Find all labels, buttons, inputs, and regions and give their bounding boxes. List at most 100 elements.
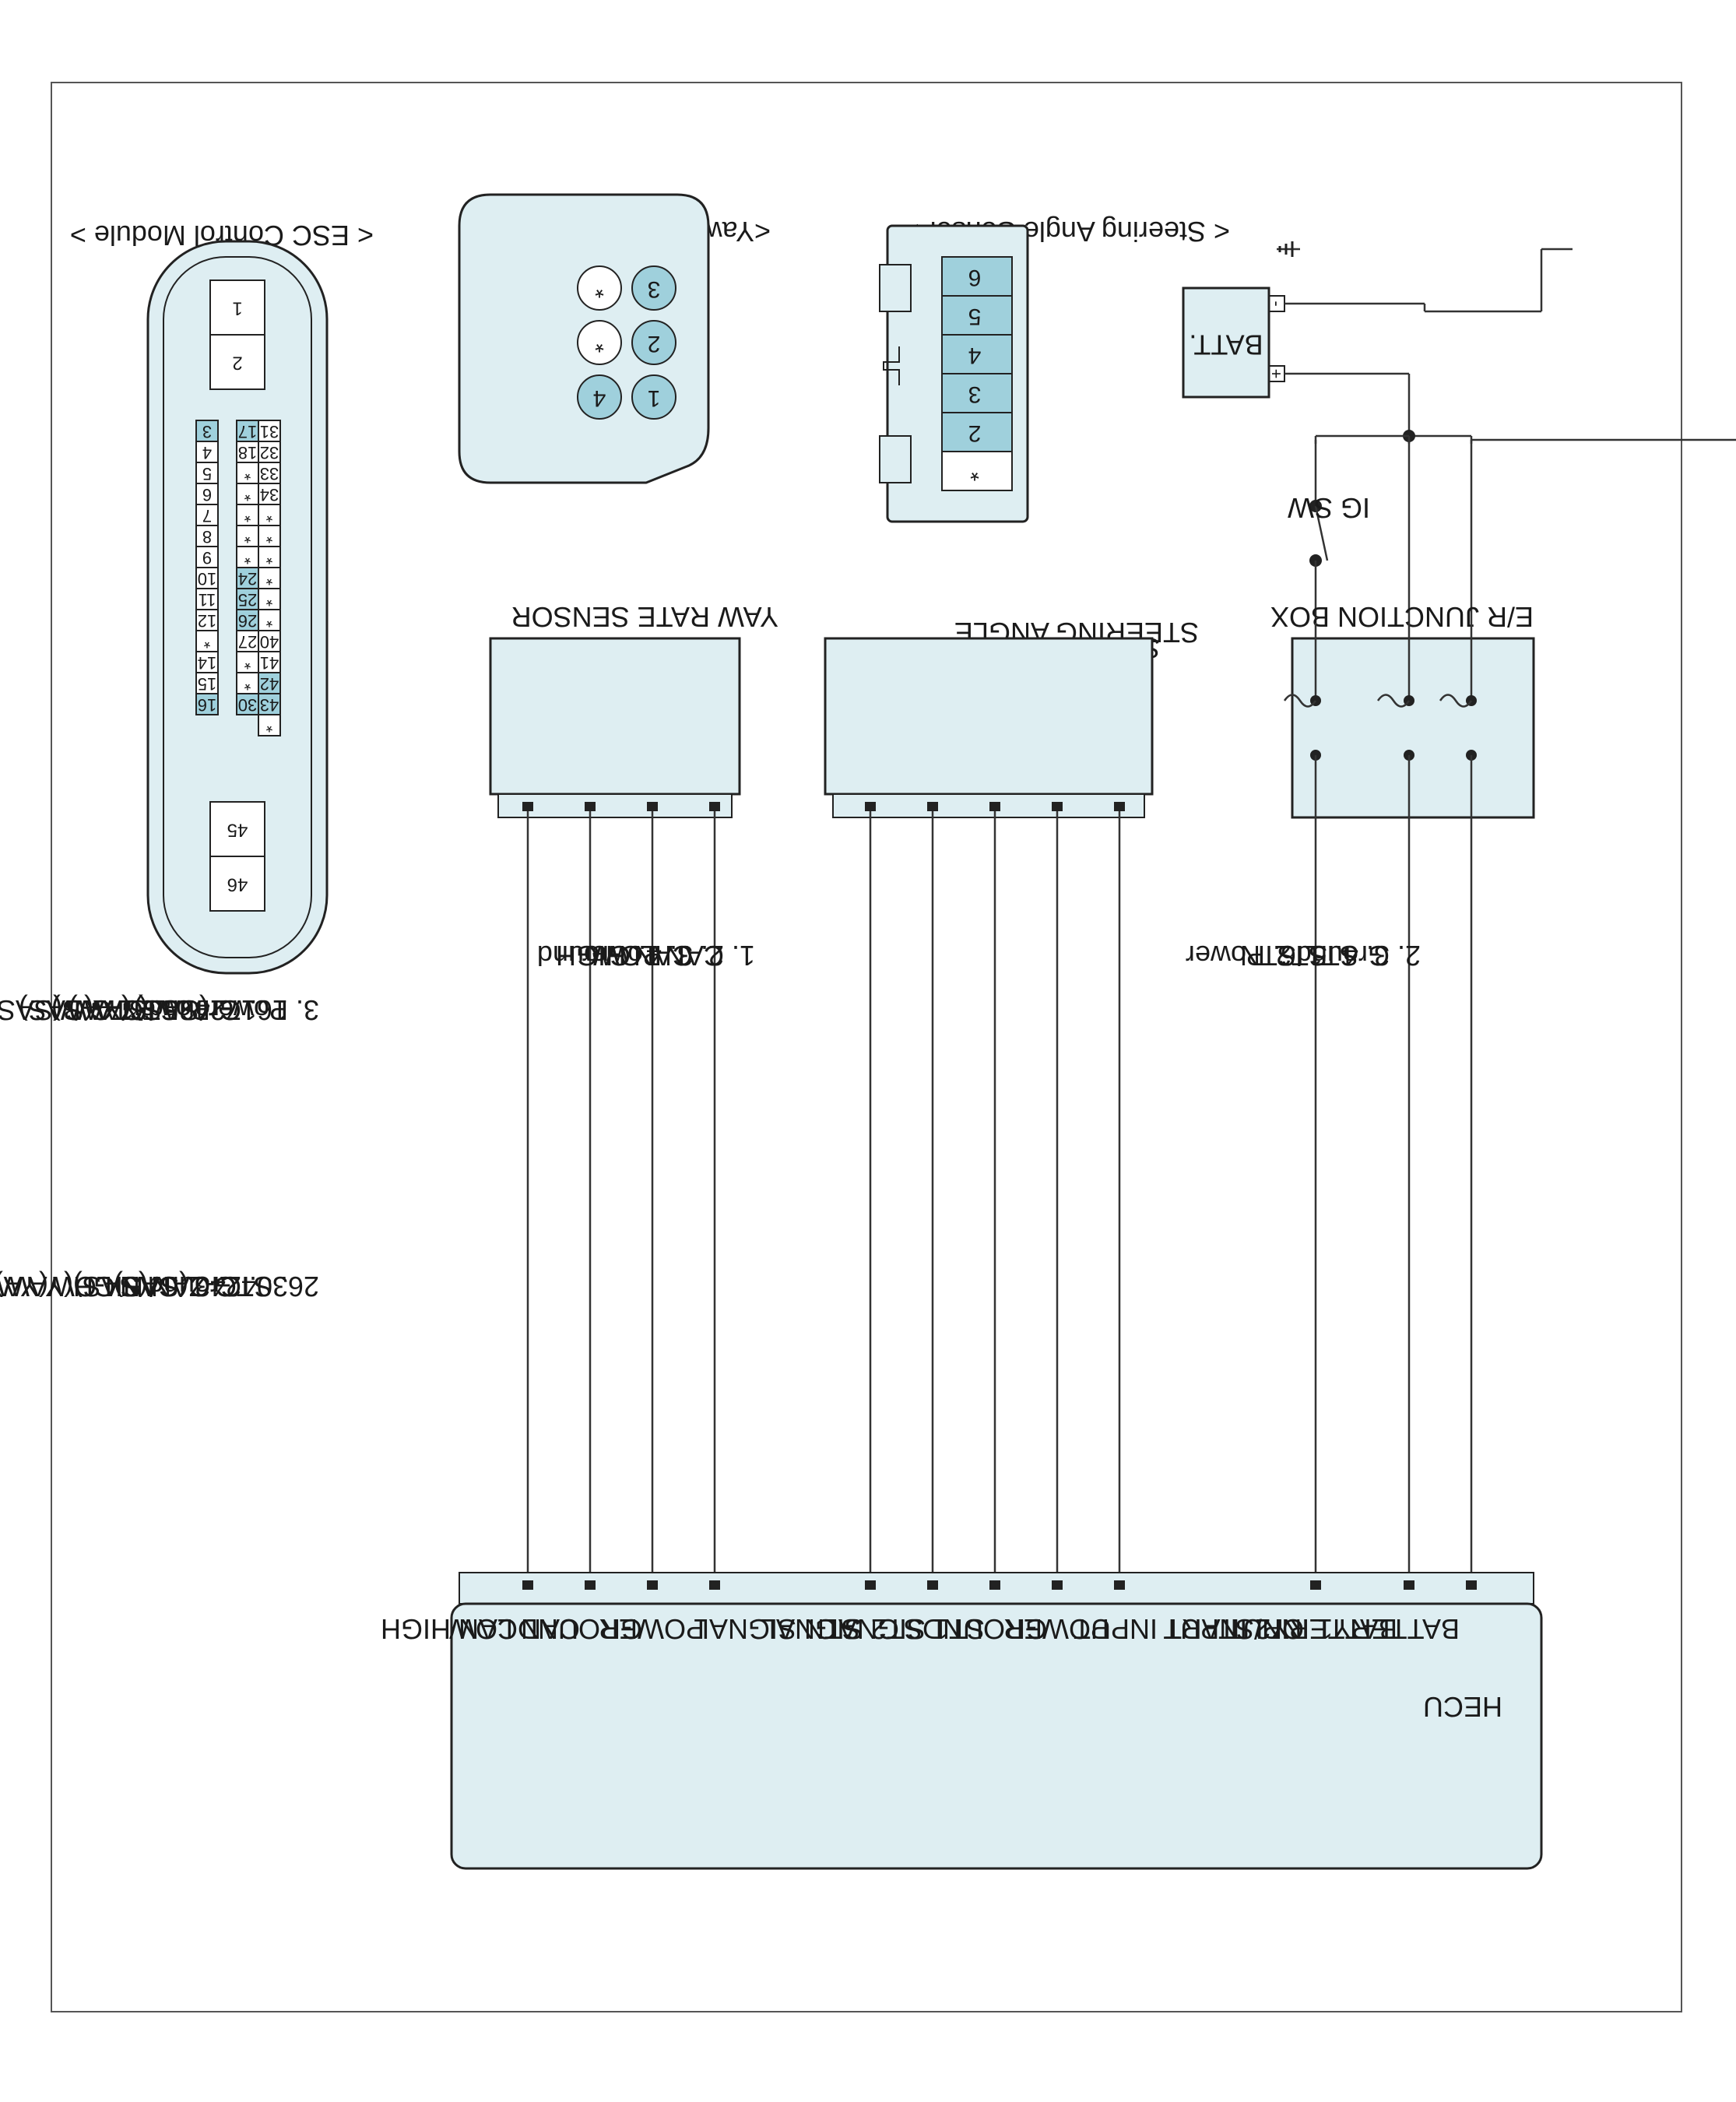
- svg-text:30: 30: [238, 695, 257, 715]
- svg-text:*: *: [244, 485, 251, 504]
- hecu-input-labels: BATTERY1 INPUT BATTERY2 INPUT ON/START I…: [381, 1613, 1460, 1645]
- svg-text:10: 10: [198, 569, 216, 589]
- hecu-input-label: ON/START INPUT: [1074, 1613, 1304, 1645]
- battery-box: [1182, 286, 1270, 399]
- svg-text:27: 27: [238, 632, 257, 652]
- hecu-input-label: POWER: [1003, 1613, 1109, 1645]
- svg-text:2: 2: [648, 331, 661, 357]
- svg-text:9: 9: [202, 548, 212, 568]
- battery-label: BATT.: [1189, 329, 1263, 360]
- svg-text:+: +: [1267, 369, 1286, 379]
- svg-text:12: 12: [198, 611, 216, 631]
- svg-text:43: 43: [260, 695, 279, 715]
- svg-text:7: 7: [202, 506, 212, 526]
- svg-text:6. Power: 6. Power: [1186, 940, 1296, 972]
- svg-text:16. Ground(YAW): 16. Ground(YAW): [69, 994, 288, 1026]
- hecu-input-label: BATTERY1 INPUT: [1225, 1613, 1460, 1645]
- hecu-input-label: ST2 SIGNAL: [761, 1613, 922, 1645]
- hecu-input-label: POWER: [599, 1613, 705, 1645]
- ig-switch-label: IG SW: [1288, 492, 1370, 524]
- esc-pin-row-1: 31 32 33 34 * * * * * * 40 41 42 43 *: [258, 420, 281, 736]
- svg-text:42. CAN HIGH(YAW): 42. CAN HIGH(YAW): [0, 1271, 257, 1302]
- svg-text:18: 18: [238, 443, 257, 462]
- diagram-content: - + BATT. IG SW: [0, 193, 1736, 1870]
- fuses: [1283, 623, 1477, 1573]
- svg-text:5. STN: 5. STN: [1240, 940, 1327, 972]
- hecu-title: HECU: [1423, 1691, 1502, 1723]
- yaw-connector: 3 2 1 * * 4: [458, 193, 710, 484]
- hecu-input-label: CAN HIGH: [381, 1613, 518, 1645]
- junction-box: [1291, 637, 1535, 819]
- svg-text:1: 1: [648, 385, 661, 411]
- svg-text:*: *: [244, 653, 251, 673]
- sas-connector: 6 5 4 3 2 *: [879, 224, 1029, 523]
- svg-text:40: 40: [260, 632, 279, 652]
- svg-text:4. Ground: 4. Ground: [537, 940, 662, 972]
- svg-text:*: *: [265, 611, 272, 631]
- svg-text:45: 45: [227, 820, 248, 841]
- esc-pin-row-3: 3 4 5 6 7 8 9 10 11 12 * 14 15 16: [195, 420, 219, 715]
- svg-text:43. CAN LOW(YAW): 43. CAN LOW(YAW): [0, 1271, 226, 1302]
- hecu-box: [450, 1602, 1543, 1870]
- svg-text:*: *: [265, 548, 272, 568]
- svg-text:3: 3: [202, 422, 212, 441]
- hecu-pins: [522, 1580, 1477, 1590]
- svg-text:3. Power(SAS)1: 3. Power(SAS)1: [118, 994, 319, 1026]
- sas-connector-legend: 2. Ground 3. ST1 4. ST2 5. STN 6. Power: [1186, 940, 1421, 972]
- svg-text:*: *: [595, 276, 604, 302]
- svg-text:24: 24: [238, 569, 257, 589]
- svg-text:3: 3: [648, 276, 661, 302]
- svg-text:2: 2: [232, 353, 242, 374]
- junction-box-label: E/R JUNCTION BOX: [1270, 601, 1534, 633]
- esc-connector: 1 2 45 4 6 31 32 33 34 * * * * * * 40 41 …: [146, 240, 329, 975]
- svg-text:16: 16: [198, 695, 216, 715]
- svg-text:26: 26: [238, 611, 257, 631]
- hecu-input-label: STN SIGNAL: [694, 1613, 860, 1645]
- svg-text:*: *: [265, 569, 272, 589]
- svg-text:5: 5: [202, 464, 212, 483]
- yaw-block-label: YAW RATE SENSOR: [511, 601, 778, 633]
- svg-text:4. ST2: 4. ST2: [1276, 940, 1358, 972]
- svg-text:17. Power(YAW): 17. Power(YAW): [51, 994, 257, 1026]
- yaw-wires: [522, 802, 720, 1573]
- svg-text:*: *: [595, 331, 604, 357]
- esc-pin-row-2: 17 18 * * * * * 24 25 26 27 * * 30: [236, 420, 259, 715]
- svg-text:*: *: [265, 590, 272, 610]
- svg-text:6: 6: [968, 265, 982, 290]
- svg-text:1: 1: [232, 298, 242, 319]
- svg-text:25. STG-B(SAS): 25. STG-B(SAS): [0, 994, 195, 1026]
- hecu-input-label: CAN LOW: [449, 1613, 580, 1645]
- svg-text:3. Power: 3. Power: [582, 940, 693, 972]
- svg-text:31: 31: [260, 422, 279, 441]
- svg-text:3: 3: [968, 381, 982, 407]
- svg-text:*: *: [265, 506, 272, 526]
- hecu-input-label: GROUND: [518, 1613, 642, 1645]
- hecu-input-label: GROUND: [922, 1613, 1047, 1645]
- svg-text:6: 6: [202, 485, 212, 504]
- svg-text:*: *: [244, 464, 251, 483]
- svg-text:24. STG-A(SAS): 24. STG-A(SAS): [19, 994, 226, 1026]
- svg-text:4: 4: [202, 443, 212, 462]
- svg-text:*: *: [244, 527, 251, 547]
- svg-text:41: 41: [260, 653, 279, 673]
- svg-text:1. CAN LOW: 1. CAN LOW: [593, 940, 755, 972]
- svg-text:11: 11: [199, 590, 216, 610]
- battery: - + BATT.: [1182, 241, 1573, 436]
- svg-text:14: 14: [198, 653, 216, 673]
- svg-text:33: 33: [260, 464, 279, 483]
- svg-text:32: 32: [260, 443, 279, 462]
- esc-connector-legend: 3. Power(SAS)1 16. Ground(YAW) 17. Power…: [0, 994, 319, 1302]
- svg-text:3. ST1: 3. ST1: [1307, 940, 1390, 972]
- svg-text:*: *: [244, 506, 251, 526]
- svg-text:*: *: [265, 527, 272, 547]
- svg-text:*: *: [265, 716, 272, 736]
- svg-text:34: 34: [260, 485, 279, 504]
- svg-text:42: 42: [260, 674, 279, 694]
- sas-block: [824, 637, 1154, 796]
- svg-text:5: 5: [968, 304, 982, 329]
- svg-text:-: -: [1267, 301, 1287, 306]
- svg-text:2. Ground: 2. Ground: [1296, 940, 1421, 972]
- svg-text:4: 4: [593, 385, 606, 411]
- svg-text:17: 17: [238, 422, 257, 441]
